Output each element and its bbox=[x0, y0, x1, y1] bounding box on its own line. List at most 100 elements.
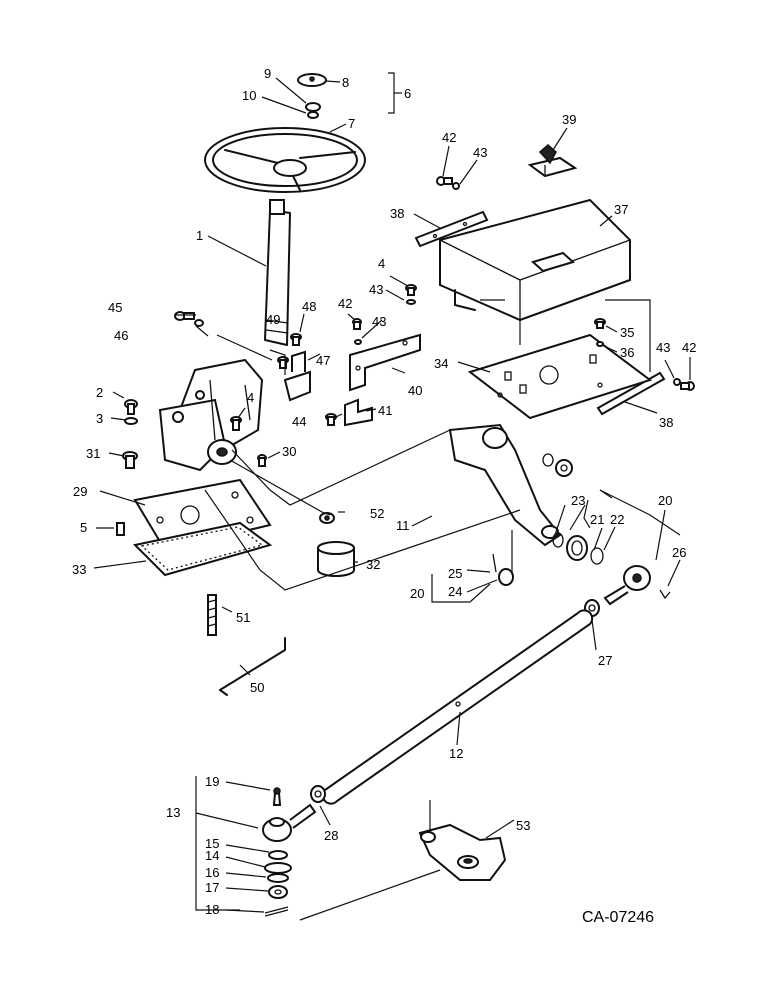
pitman-arm bbox=[448, 423, 562, 547]
grease-fitting bbox=[272, 787, 282, 806]
callout-24: 24 bbox=[448, 584, 462, 599]
leader-lines bbox=[93, 72, 691, 921]
steering-column bbox=[264, 199, 291, 346]
callouts: 1 2 3 4 4 5 6 7 8 9 10 11 12 13 14 15 16… bbox=[72, 66, 696, 917]
callout-44: 44 bbox=[292, 414, 306, 429]
spacer bbox=[264, 862, 292, 874]
nut bbox=[307, 111, 319, 119]
callout-42: 42 bbox=[442, 130, 456, 145]
callout-43: 43 bbox=[473, 145, 487, 160]
callout-50: 50 bbox=[250, 680, 264, 695]
cotter-pin bbox=[264, 906, 289, 917]
gear-shift-knob bbox=[527, 144, 578, 178]
callout-7: 7 bbox=[348, 116, 355, 131]
castle-nut bbox=[498, 568, 514, 586]
callout-14: 14 bbox=[205, 848, 219, 863]
callout-20: 20 bbox=[658, 493, 672, 508]
callout-52: 52 bbox=[370, 506, 384, 521]
washer bbox=[596, 341, 604, 347]
bolt bbox=[257, 454, 267, 467]
callout-4: 4 bbox=[378, 256, 385, 271]
steering-gear-box bbox=[158, 358, 264, 472]
drawing-code: CA-07246 bbox=[582, 909, 654, 926]
nut bbox=[319, 512, 335, 524]
callout-47: 47 bbox=[316, 353, 330, 368]
mounting-plate bbox=[467, 333, 653, 420]
dust-seal bbox=[268, 850, 288, 860]
callout-29: 29 bbox=[73, 484, 87, 499]
callout-28: 28 bbox=[324, 828, 338, 843]
snap-ring bbox=[542, 453, 554, 467]
callout-6: 6 bbox=[404, 86, 411, 101]
callout-42: 42 bbox=[682, 340, 696, 355]
callout-22: 22 bbox=[610, 512, 624, 527]
callout-30: 30 bbox=[282, 444, 296, 459]
callout-36: 36 bbox=[620, 345, 634, 360]
callout-49: 49 bbox=[266, 312, 280, 327]
bolt bbox=[436, 176, 453, 186]
callout-32: 32 bbox=[366, 557, 380, 572]
callout-48: 48 bbox=[302, 299, 316, 314]
callout-25: 25 bbox=[448, 566, 462, 581]
callout-21: 21 bbox=[590, 512, 604, 527]
callout-51: 51 bbox=[236, 610, 250, 625]
bolt bbox=[594, 318, 606, 329]
callout-2: 2 bbox=[96, 385, 103, 400]
bushing bbox=[317, 541, 355, 577]
callout-3: 3 bbox=[96, 411, 103, 426]
jam-nut bbox=[310, 785, 326, 803]
dowel-pin bbox=[116, 522, 125, 536]
callout-43: 43 bbox=[369, 282, 383, 297]
callout-46: 46 bbox=[114, 328, 128, 343]
callout-42: 42 bbox=[338, 296, 352, 311]
washer bbox=[354, 339, 362, 345]
bolt bbox=[290, 333, 302, 346]
nut bbox=[555, 459, 573, 477]
tie-rod-end bbox=[262, 803, 317, 842]
callout-38: 38 bbox=[390, 206, 404, 221]
callout-43: 43 bbox=[656, 340, 670, 355]
seal bbox=[590, 547, 604, 565]
bracket bbox=[283, 350, 311, 402]
bolt bbox=[680, 381, 695, 391]
callout-39: 39 bbox=[562, 112, 576, 127]
bolt bbox=[352, 318, 362, 330]
bolt bbox=[325, 413, 337, 426]
washer bbox=[305, 102, 321, 112]
steering-wheel bbox=[204, 127, 366, 193]
support-strip bbox=[596, 371, 666, 416]
ball-joint-spring bbox=[566, 535, 588, 561]
callout-10: 10 bbox=[242, 88, 256, 103]
bracket bbox=[344, 398, 373, 427]
bracket bbox=[349, 333, 421, 392]
support-strip bbox=[414, 210, 489, 248]
callout-27: 27 bbox=[598, 653, 612, 668]
washer bbox=[406, 299, 416, 305]
callout-16: 16 bbox=[205, 865, 219, 880]
bolt bbox=[277, 356, 289, 369]
stud bbox=[207, 594, 217, 636]
callout-11: 11 bbox=[396, 518, 410, 533]
callout-33: 33 bbox=[72, 562, 86, 577]
callout-5: 5 bbox=[80, 520, 87, 535]
washer bbox=[452, 182, 460, 190]
callout-34: 34 bbox=[434, 356, 448, 371]
cotter-pin bbox=[659, 589, 671, 600]
washer bbox=[267, 873, 289, 883]
washer bbox=[552, 532, 564, 548]
horn-cap bbox=[297, 73, 327, 87]
callout-23: 23 bbox=[571, 493, 585, 508]
callout-31: 31 bbox=[86, 446, 100, 461]
callout-13: 13 bbox=[166, 805, 180, 820]
callout-9: 9 bbox=[264, 66, 271, 81]
castle-nut bbox=[268, 885, 288, 899]
bolt bbox=[405, 284, 417, 296]
bolt bbox=[122, 451, 138, 469]
washer bbox=[673, 378, 681, 386]
callout-38: 38 bbox=[659, 415, 673, 430]
callout-53: 53 bbox=[516, 818, 530, 833]
callout-1: 1 bbox=[196, 228, 203, 243]
washer bbox=[124, 417, 138, 425]
cotter-pin bbox=[492, 553, 497, 573]
